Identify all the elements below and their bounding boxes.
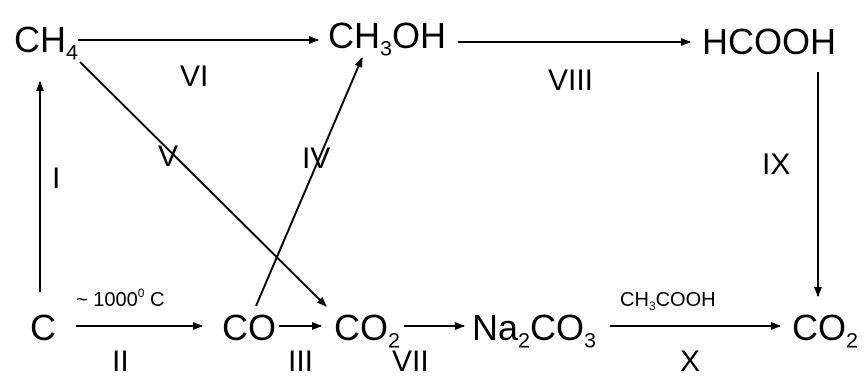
compound-ch3oh: CH3OH (328, 15, 447, 59)
co2-middle-subscript: 2 (388, 327, 401, 353)
na2co3-subscript-1: 2 (518, 327, 531, 353)
step-label-ii: II (112, 345, 129, 378)
compound-co: CO (222, 310, 276, 346)
step-label-ix: IX (762, 148, 791, 181)
arrow-v (79, 61, 327, 307)
compound-co2-right: CO2 (792, 307, 858, 351)
compound-c: C (30, 310, 56, 346)
na2co3-text-pre: Na (472, 307, 519, 348)
compound-na2co3: Na2CO3 (472, 307, 596, 351)
ch3oh-text-pre: CH (328, 15, 380, 56)
co-text: CO (222, 307, 276, 348)
step-label-iii: III (288, 345, 314, 378)
na2co3-subscript-2: 3 (584, 327, 597, 353)
ch3oh-text-post: OH (392, 15, 447, 56)
na2co3-text-mid: CO (530, 307, 585, 348)
step-label-x: X (680, 345, 701, 378)
ch3oh-subscript: 3 (380, 35, 393, 61)
ch4-subscript: 4 (66, 39, 79, 65)
step-label-iv: IV (302, 142, 331, 175)
step-label-v: V (158, 140, 179, 173)
hcooh-text: HCOOH (702, 21, 836, 62)
compound-ch4: CH4 (14, 19, 78, 63)
compound-hcooh: HCOOH (702, 24, 836, 60)
condition-temperature: ~ 10000 C (76, 287, 165, 311)
arrow-iv (255, 57, 363, 307)
step-label-vi: VI (180, 60, 209, 93)
step-label-i: I (52, 162, 61, 195)
step-label-vii: VII (392, 345, 429, 378)
reagent-text-pre: CH (620, 289, 649, 311)
step-label-viii: VIII (548, 64, 594, 97)
co2-right-subscript: 2 (846, 327, 859, 353)
co2-right-text: CO (792, 307, 846, 348)
temperature-degree: 0 (137, 286, 145, 300)
condition-reagent-acetic-acid: CH3COOH (620, 289, 716, 314)
reagent-text-post: COOH (655, 289, 716, 311)
co2-middle-text: CO (334, 307, 388, 348)
ch4-text: CH (14, 19, 66, 60)
c-text: C (30, 307, 56, 348)
temperature-prefix: ~ 1000 (76, 289, 138, 311)
temperature-suffix: C (144, 289, 165, 311)
reagent-subscript: 3 (648, 299, 656, 314)
compound-co2-middle: CO2 (334, 307, 400, 351)
